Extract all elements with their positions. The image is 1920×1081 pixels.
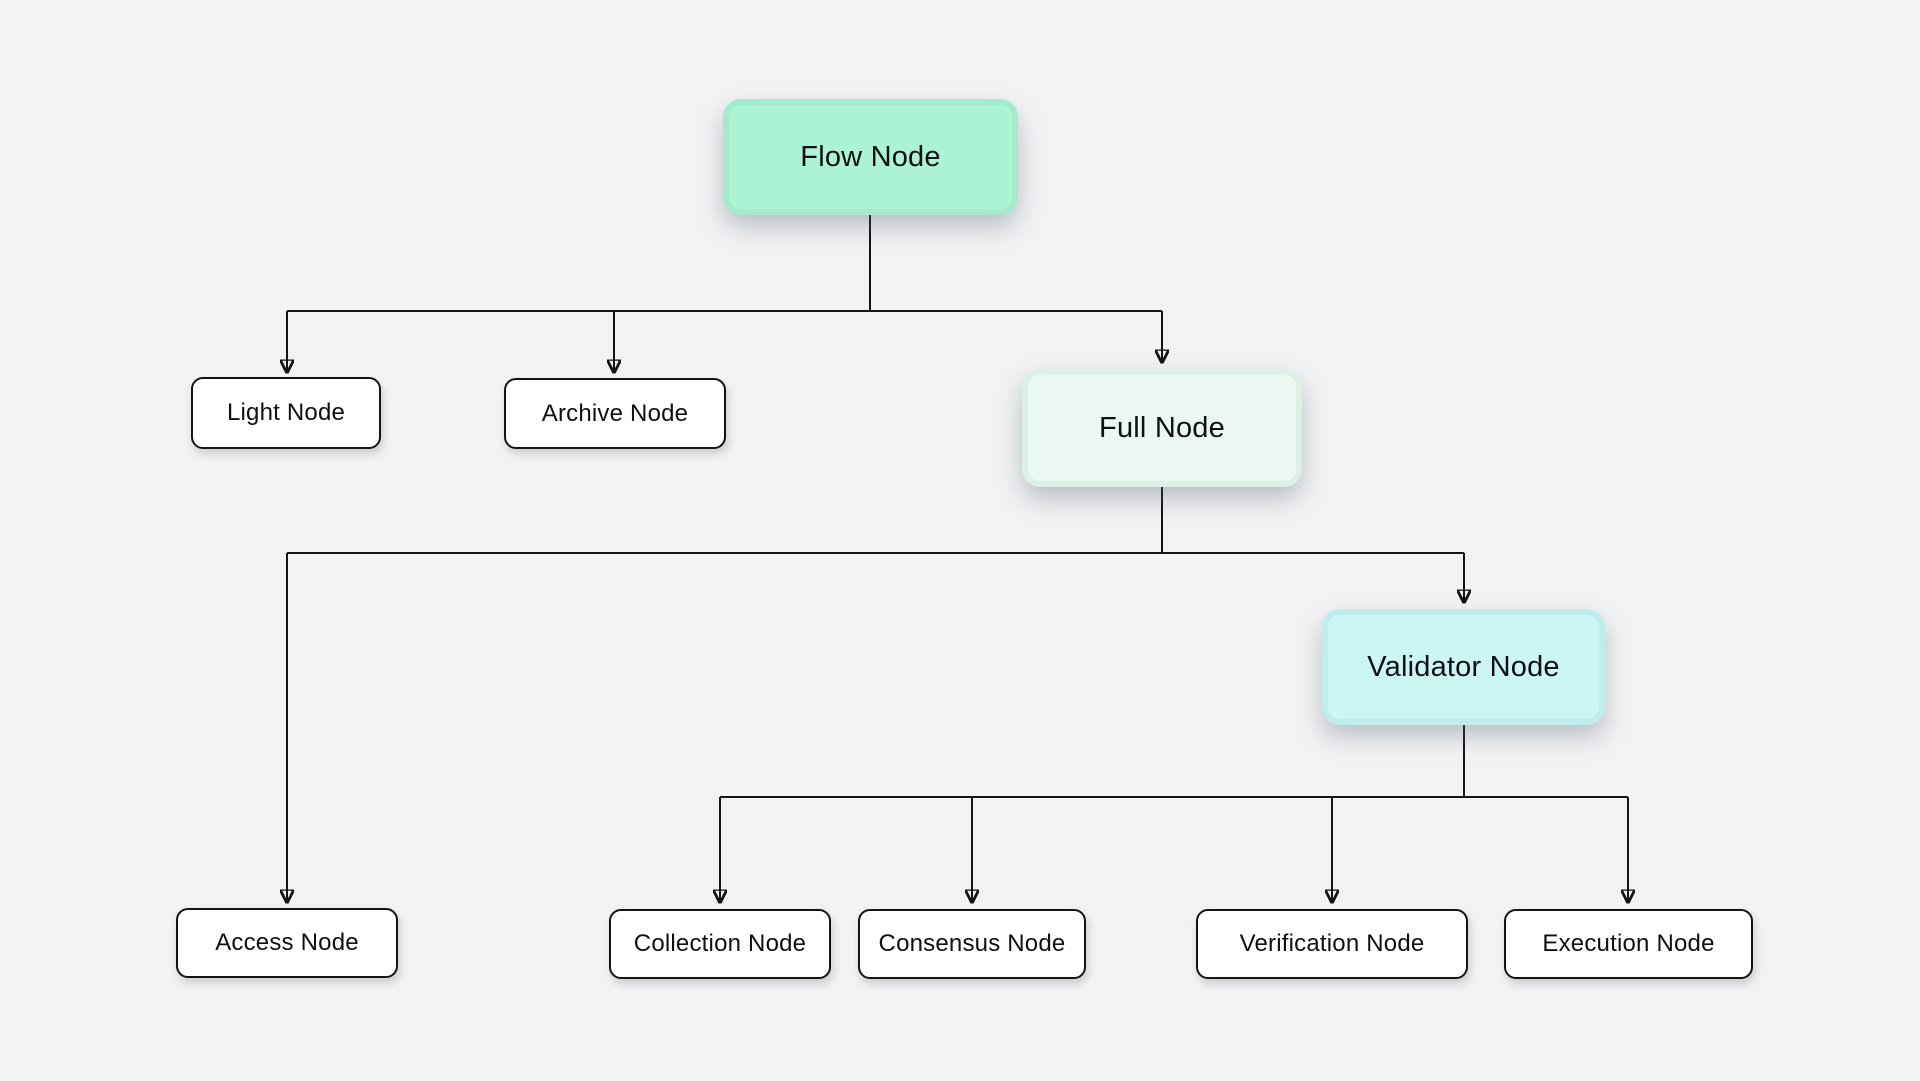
connector-full-branch bbox=[287, 487, 1464, 902]
connector-flow-branch bbox=[287, 215, 1162, 372]
node-validator-label: Validator Node bbox=[1367, 650, 1560, 683]
node-light-label: Light Node bbox=[226, 399, 346, 426]
node-full: Full Node bbox=[1022, 369, 1302, 487]
connector-validator-branch bbox=[720, 725, 1628, 902]
node-verification: Verification Node bbox=[1196, 909, 1468, 979]
node-flow-label: Flow Node bbox=[800, 140, 941, 173]
node-archive: Archive Node bbox=[504, 378, 726, 449]
node-execution-label: Execution Node bbox=[1542, 930, 1715, 957]
node-full-label: Full Node bbox=[1099, 411, 1225, 444]
node-access-label: Access Node bbox=[215, 929, 359, 956]
node-light: Light Node bbox=[191, 377, 381, 449]
node-verification-label: Verification Node bbox=[1239, 930, 1425, 957]
node-archive-label: Archive Node bbox=[541, 399, 689, 427]
node-flow: Flow Node bbox=[723, 99, 1018, 215]
node-consensus-label: Consensus Node bbox=[878, 930, 1066, 957]
node-collection: Collection Node bbox=[609, 909, 831, 979]
node-access: Access Node bbox=[176, 908, 398, 978]
node-consensus: Consensus Node bbox=[858, 909, 1086, 979]
node-collection-label: Collection Node bbox=[633, 930, 807, 957]
node-validator: Validator Node bbox=[1322, 609, 1605, 725]
node-execution: Execution Node bbox=[1504, 909, 1753, 979]
